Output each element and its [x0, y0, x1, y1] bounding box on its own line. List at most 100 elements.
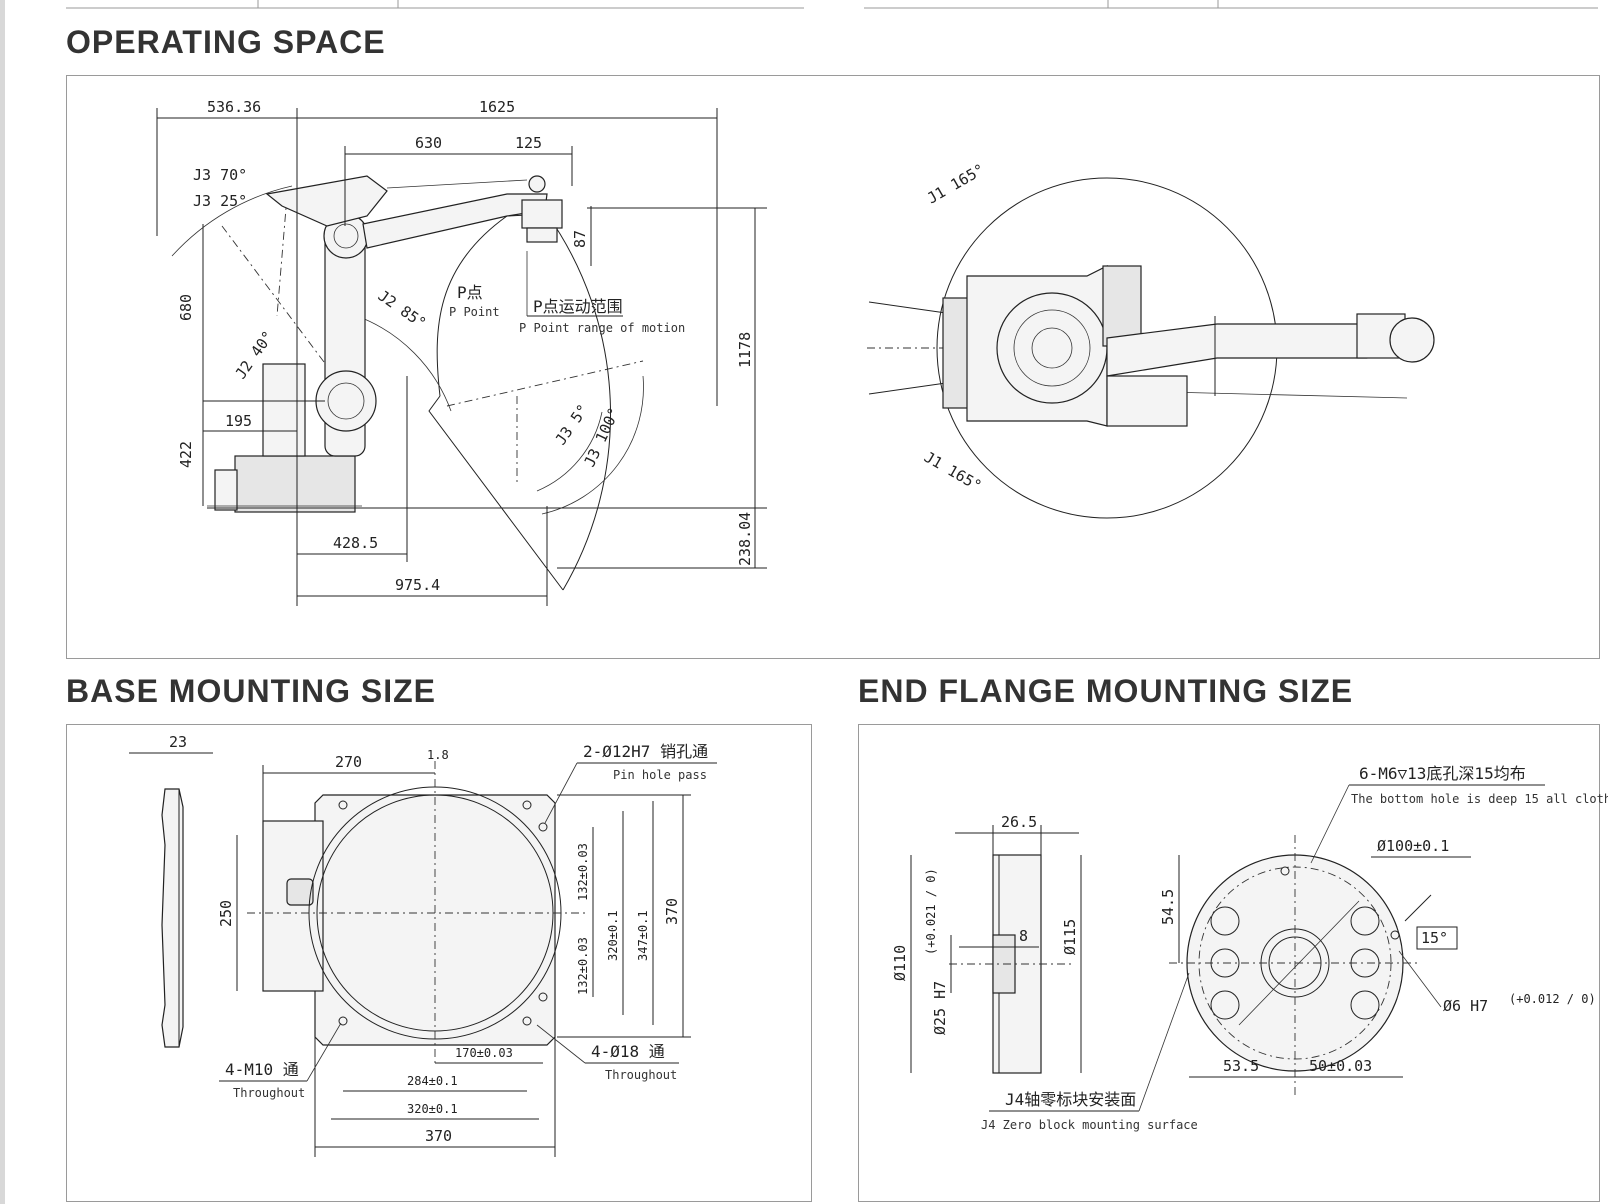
dim-87: 87	[571, 230, 589, 248]
flange-pin-right	[1390, 930, 1400, 940]
flange-bolt-1	[1210, 906, 1240, 936]
m10-note-en: Throughout	[233, 1086, 305, 1100]
j4-note-cn: J4轴零标块安装面	[1005, 1090, 1136, 1109]
flange-pin-top	[1280, 866, 1290, 876]
robot-upper-link-rod	[386, 179, 528, 189]
top-flange	[1389, 317, 1435, 363]
top-j1-core	[1031, 327, 1073, 369]
dim-1-8: 1.8	[427, 748, 449, 762]
top-cable	[1166, 391, 1408, 399]
base-pin-bottom	[538, 992, 548, 1002]
arm-axis-line-2	[276, 195, 288, 317]
flange-bolt-5	[1350, 948, 1380, 978]
j2-arc	[356, 315, 452, 412]
base-side-block	[262, 820, 324, 992]
base-mounting-panel: 23 270 1.8 250 132±0.03 132±0.03 320±0.1…	[66, 724, 812, 1202]
d18-note-cn: 4-Ø18 通	[591, 1042, 665, 1061]
dim-115: Ø115	[1061, 919, 1079, 955]
robot-wrist	[521, 199, 563, 229]
robot-upper-arm	[362, 193, 548, 249]
robot-wrist-top	[528, 175, 546, 193]
base-hole-br	[522, 1016, 532, 1026]
work-envelope-inner	[436, 213, 548, 397]
top-j1-inner	[1013, 309, 1091, 387]
angle-j2-85: J2 85°	[375, 287, 430, 333]
operating-space-drawing: 536.36 1625 630 125 87 680 422 195 1178 …	[156, 98, 1435, 606]
range-en: P Point range of motion	[519, 321, 685, 335]
top-arm	[1106, 323, 1388, 377]
dim-6-tol: (+0.012 / 0)	[1509, 992, 1596, 1006]
operating-space-panel: 536.36 1625 630 125 87 680 422 195 1178 …	[66, 75, 1600, 659]
robot-j2-joint-inner	[327, 382, 365, 420]
dim-110: Ø110	[891, 945, 909, 981]
angle-j3-5: J3 5°	[552, 401, 593, 448]
flange-bolt-2	[1210, 948, 1240, 978]
page-left-strip	[0, 0, 5, 1204]
angle-j3-70: J3 70°	[193, 166, 247, 184]
dim-6: Ø6 H7	[1443, 997, 1488, 1015]
robot-j3-joint-inner	[333, 223, 359, 249]
base-connector	[286, 878, 314, 906]
dim-132a: 132±0.03	[576, 843, 590, 901]
dim-125: 125	[515, 134, 542, 152]
dim-23: 23	[169, 733, 187, 751]
range-cn: P点运动范围	[533, 297, 623, 316]
flange-bolt-6	[1350, 990, 1380, 1020]
flange-bolt-3	[1210, 990, 1240, 1020]
dim-132b: 132±0.03	[576, 937, 590, 995]
dim-25: Ø25 H7	[931, 981, 949, 1035]
top-lower-body	[1106, 375, 1188, 427]
dim-975: 975.4	[395, 576, 440, 594]
pin-note-leader	[544, 762, 578, 824]
dim-8: 8	[1019, 927, 1028, 945]
dim-370v: 370	[663, 898, 681, 925]
reach-line	[446, 360, 644, 407]
dim-250: 250	[217, 900, 235, 927]
end-flange-heading: END FLANGE MOUNTING SIZE	[858, 673, 1354, 709]
base-hole-tl	[338, 800, 348, 810]
dim-53: 53.5	[1223, 1057, 1259, 1075]
dim-320h: 320±0.1	[407, 1102, 458, 1116]
angle-15-leader	[1404, 894, 1432, 922]
dim-25-tol: (+0.021 / 0)	[924, 868, 938, 955]
dim-100: Ø100±0.1	[1377, 837, 1449, 855]
base-mounting-drawing: 23 270 1.8 250 132±0.03 132±0.03 320±0.1…	[129, 733, 717, 1157]
dim-1178: 1178	[736, 332, 754, 368]
dim-238: 238.04	[736, 512, 754, 566]
angle-15: 15°	[1421, 929, 1448, 947]
robot-motor	[262, 363, 306, 457]
angle-j1-top: J1 165°	[924, 160, 988, 207]
end-flange-drawing: 26.5 Ø110 Ø25 H7 (+0.021 / 0) 8 Ø115 54.…	[891, 764, 1608, 1132]
j3-arc-large	[541, 375, 644, 515]
dim-195: 195	[225, 412, 252, 430]
flange-diameter-leader	[1238, 900, 1360, 1026]
base-pin-top	[538, 822, 548, 832]
dim-536: 536.36	[207, 98, 261, 116]
base-hole-bl	[338, 1016, 348, 1026]
d18-note-en: Throughout	[605, 1068, 677, 1082]
base-mounting-heading: BASE MOUNTING SIZE	[66, 673, 437, 709]
j4-note-en: J4 Zero block mounting surface	[981, 1118, 1198, 1132]
end-flange-panel: 26.5 Ø110 Ø25 H7 (+0.021 / 0) 8 Ø115 54.…	[858, 724, 1608, 1202]
robot-base-body	[234, 455, 356, 513]
dim-630: 630	[415, 134, 442, 152]
j3-arc-small	[536, 411, 603, 492]
m6-note-en: The bottom hole is deep 15 all cloth	[1351, 792, 1608, 806]
pin-note-cn: 2-Ø12H7 销孔通	[583, 742, 708, 761]
work-envelope-outer	[546, 213, 612, 591]
robot-base-connector	[214, 469, 238, 511]
dim-422: 422	[177, 441, 195, 468]
d18-note-leader	[536, 1024, 586, 1064]
m10-note-cn: 4-M10 通	[225, 1060, 299, 1079]
dim-6-leader	[1398, 950, 1442, 1008]
m6-note-cn: 6-M6▽13底孔深15均布	[1359, 764, 1526, 783]
operating-space-heading: OPERATING SPACE	[66, 24, 386, 60]
dim-26: 26.5	[1001, 813, 1037, 831]
dim-428: 428.5	[333, 534, 378, 552]
dim-320v: 320±0.1	[606, 910, 620, 961]
angle-15-box	[1416, 926, 1458, 950]
dim-347: 347±0.1	[636, 910, 650, 961]
dim-370h: 370	[425, 1127, 452, 1145]
base-hole-tr	[522, 800, 532, 810]
dim-270: 270	[335, 753, 362, 771]
